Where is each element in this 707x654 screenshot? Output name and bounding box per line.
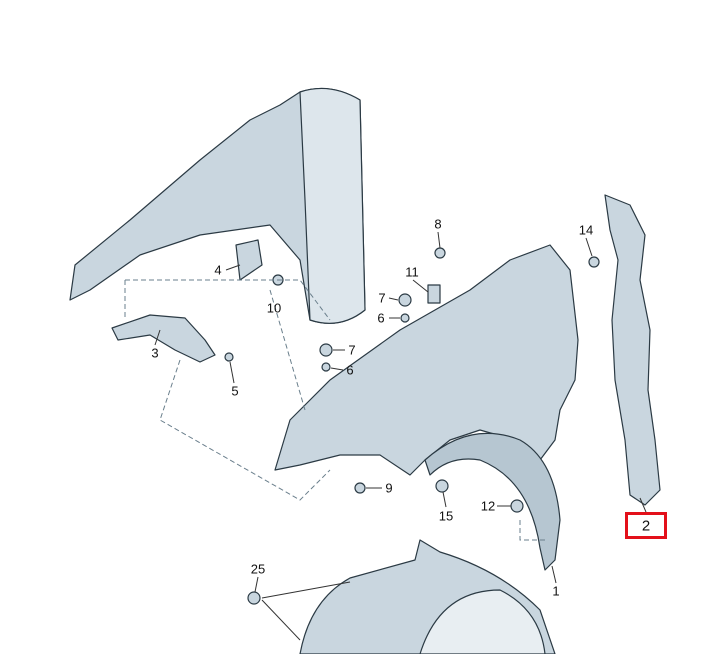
leader — [639, 497, 647, 513]
callout-11[interactable]: 11 — [405, 264, 419, 280]
leader-dashed — [124, 279, 331, 321]
callout-4[interactable]: 4 — [214, 262, 222, 278]
bolt-14 — [588, 256, 600, 268]
callout-10[interactable]: 10 — [266, 300, 282, 316]
fender-part — [274, 244, 579, 476]
bolt-12 — [510, 499, 524, 513]
bolt-9 — [354, 482, 366, 494]
leader — [261, 581, 351, 599]
liner-part — [604, 194, 661, 506]
leader — [585, 237, 593, 257]
leader — [229, 361, 235, 384]
leader — [388, 297, 399, 301]
callout-2[interactable]: 2 — [641, 517, 651, 535]
wheelhouse-inner — [419, 589, 546, 654]
bracket-part — [111, 314, 216, 363]
nut-7b — [319, 343, 333, 357]
highlight-box — [625, 512, 667, 539]
clip-25 — [247, 591, 261, 605]
callout-14[interactable]: 14 — [578, 222, 594, 238]
leader — [261, 599, 301, 641]
leader — [442, 491, 447, 508]
leader-dashed — [519, 520, 545, 541]
leader-dashed — [269, 289, 306, 411]
leader — [551, 565, 557, 584]
callout-7[interactable]: 7 — [378, 290, 386, 306]
bolt-15 — [435, 479, 449, 493]
callout-8[interactable]: 8 — [434, 216, 442, 232]
bolt-6b — [321, 362, 331, 372]
bolt-8 — [434, 247, 446, 259]
bolt-6a — [400, 313, 410, 323]
callout-9[interactable]: 9 — [385, 480, 393, 496]
nut-7a — [398, 293, 412, 307]
callout-12[interactable]: 12 — [480, 498, 496, 514]
leader — [254, 576, 259, 593]
leader — [437, 231, 441, 249]
leader — [225, 264, 241, 271]
bracket-small — [235, 239, 263, 281]
leader — [330, 367, 344, 371]
callout-5[interactable]: 5 — [231, 383, 239, 399]
callout-15[interactable]: 15 — [438, 508, 454, 524]
callout-6[interactable]: 6 — [377, 310, 385, 326]
callout-1[interactable]: 1 — [552, 583, 560, 599]
callout-25[interactable]: 25 — [250, 561, 266, 577]
callout-3[interactable]: 3 — [151, 345, 159, 361]
clip-11 — [427, 284, 441, 304]
callout-7[interactable]: 7 — [348, 342, 356, 358]
leader — [154, 329, 161, 346]
callout-6[interactable]: 6 — [346, 362, 354, 378]
fender-flange — [424, 432, 561, 571]
bolt-5 — [224, 352, 234, 362]
a-pillar — [299, 87, 366, 324]
leader — [412, 279, 429, 293]
